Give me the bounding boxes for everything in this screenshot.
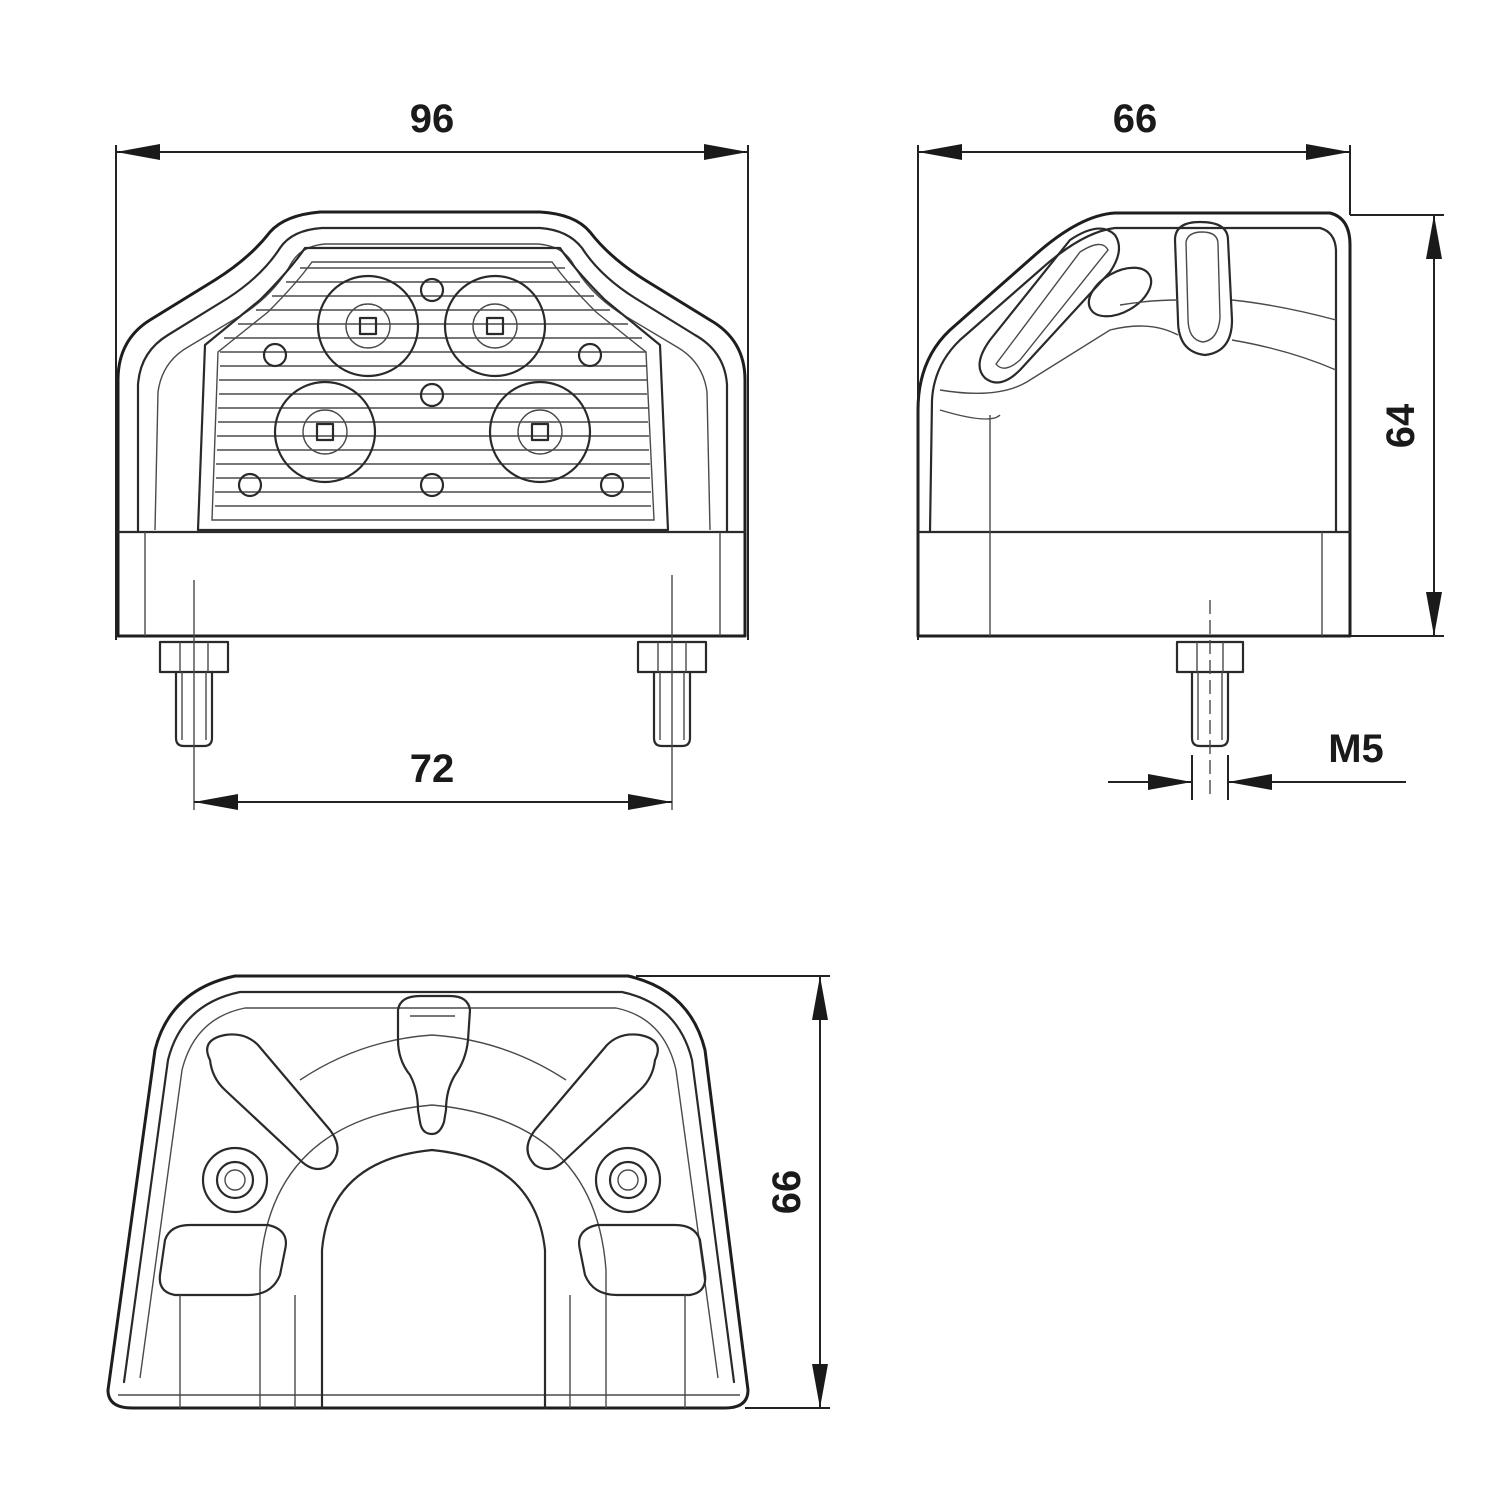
dimension-side-depth: 66 [917, 97, 1351, 640]
side-view [916, 211, 1352, 800]
dimension-label-m5: M5 [1328, 727, 1384, 771]
led-group [273, 274, 592, 484]
dimension-label-72: 72 [410, 747, 455, 791]
front-view [116, 210, 747, 810]
lens-ribs [215, 267, 651, 507]
dimension-bottom-depth: 66 [636, 975, 830, 1409]
dimension-thread: M5 [1108, 727, 1406, 800]
dimension-label-64: 64 [1379, 403, 1423, 448]
dimension-front-width: 96 [115, 97, 749, 640]
lens-dots [237, 277, 625, 498]
bottom-mount-right [594, 1146, 662, 1214]
side-bolt [1175, 600, 1245, 800]
dimension-label-66-side: 66 [1113, 97, 1158, 141]
dimension-side-height: 64 [1350, 214, 1444, 637]
dimension-bolt-spacing: 72 [194, 747, 672, 810]
bottom-view [106, 974, 750, 1410]
dimension-label-66-bottom: 66 [765, 1170, 809, 1215]
dimension-label-96: 96 [410, 97, 455, 141]
bottom-mount-left [201, 1146, 269, 1214]
